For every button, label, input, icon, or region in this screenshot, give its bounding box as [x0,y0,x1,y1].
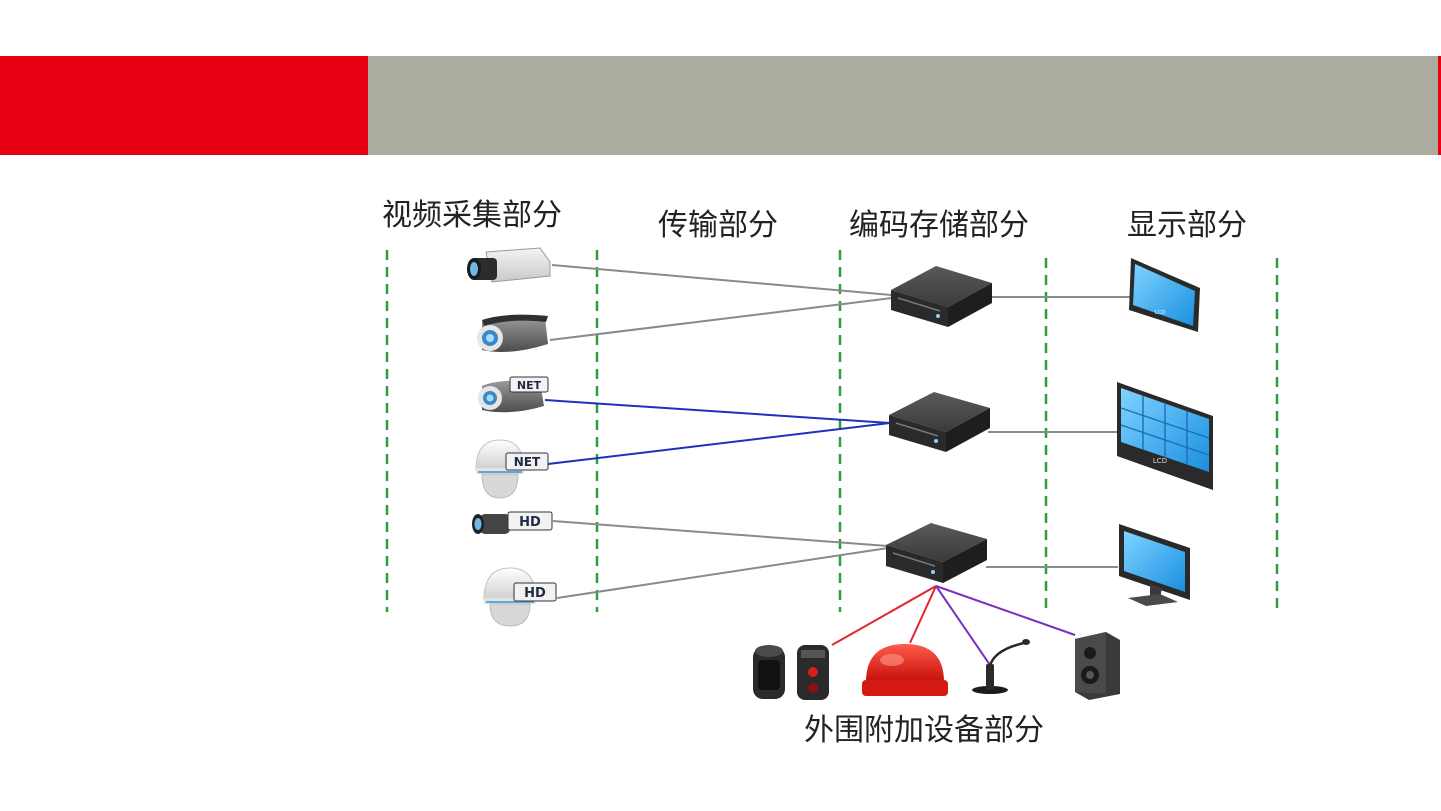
hd-box-camera-icon: HD [472,512,552,534]
ip-dome-camera-icon: NET [476,440,548,498]
alarm-connection [910,586,936,643]
hd-dome-camera-icon: HD [484,568,556,626]
section-label-transmission: 传输部分 [658,211,778,241]
hd-badge-label: HD [519,515,541,530]
alarm-connection [832,586,936,645]
desktop-monitor-icon [1119,524,1190,606]
hd-connection [553,521,888,546]
ip-bullet-camera-icon: NET [478,377,548,412]
bullet-camera-icon [477,315,548,352]
speaker-icon [1075,632,1120,700]
connections [545,265,1131,665]
section-label-encode-storage: 编码存储部分 [849,211,1029,241]
audio-connection [936,586,1075,635]
lcd-monitor-icon: LCD [1129,258,1200,332]
lcd-label: LCD [1155,310,1165,316]
hd-recorder-icon [886,523,987,583]
section-label-display: 显示部分 [1127,211,1247,241]
hd-badge-label: HD [524,586,546,601]
nvr-recorder-icon [889,392,990,452]
lcd-label: LCD [1153,457,1167,465]
section-label-peripheral: 外围附加设备部分 [804,716,1044,746]
audio-connection [936,586,990,665]
hd-connection [557,548,888,598]
video-wall-icon: LCD [1117,382,1213,490]
net-badge-label: NET [514,455,541,469]
box-camera-icon [467,248,550,282]
alarm-siren-icon [862,644,948,696]
microphone-icon [972,639,1030,694]
dvr-recorder-icon [891,266,992,327]
infrared-beam-detector-icon [753,645,829,700]
ip-connection [548,423,890,464]
section-label-capture: 视频采集部分 [382,201,562,231]
net-badge-label: NET [517,379,542,392]
